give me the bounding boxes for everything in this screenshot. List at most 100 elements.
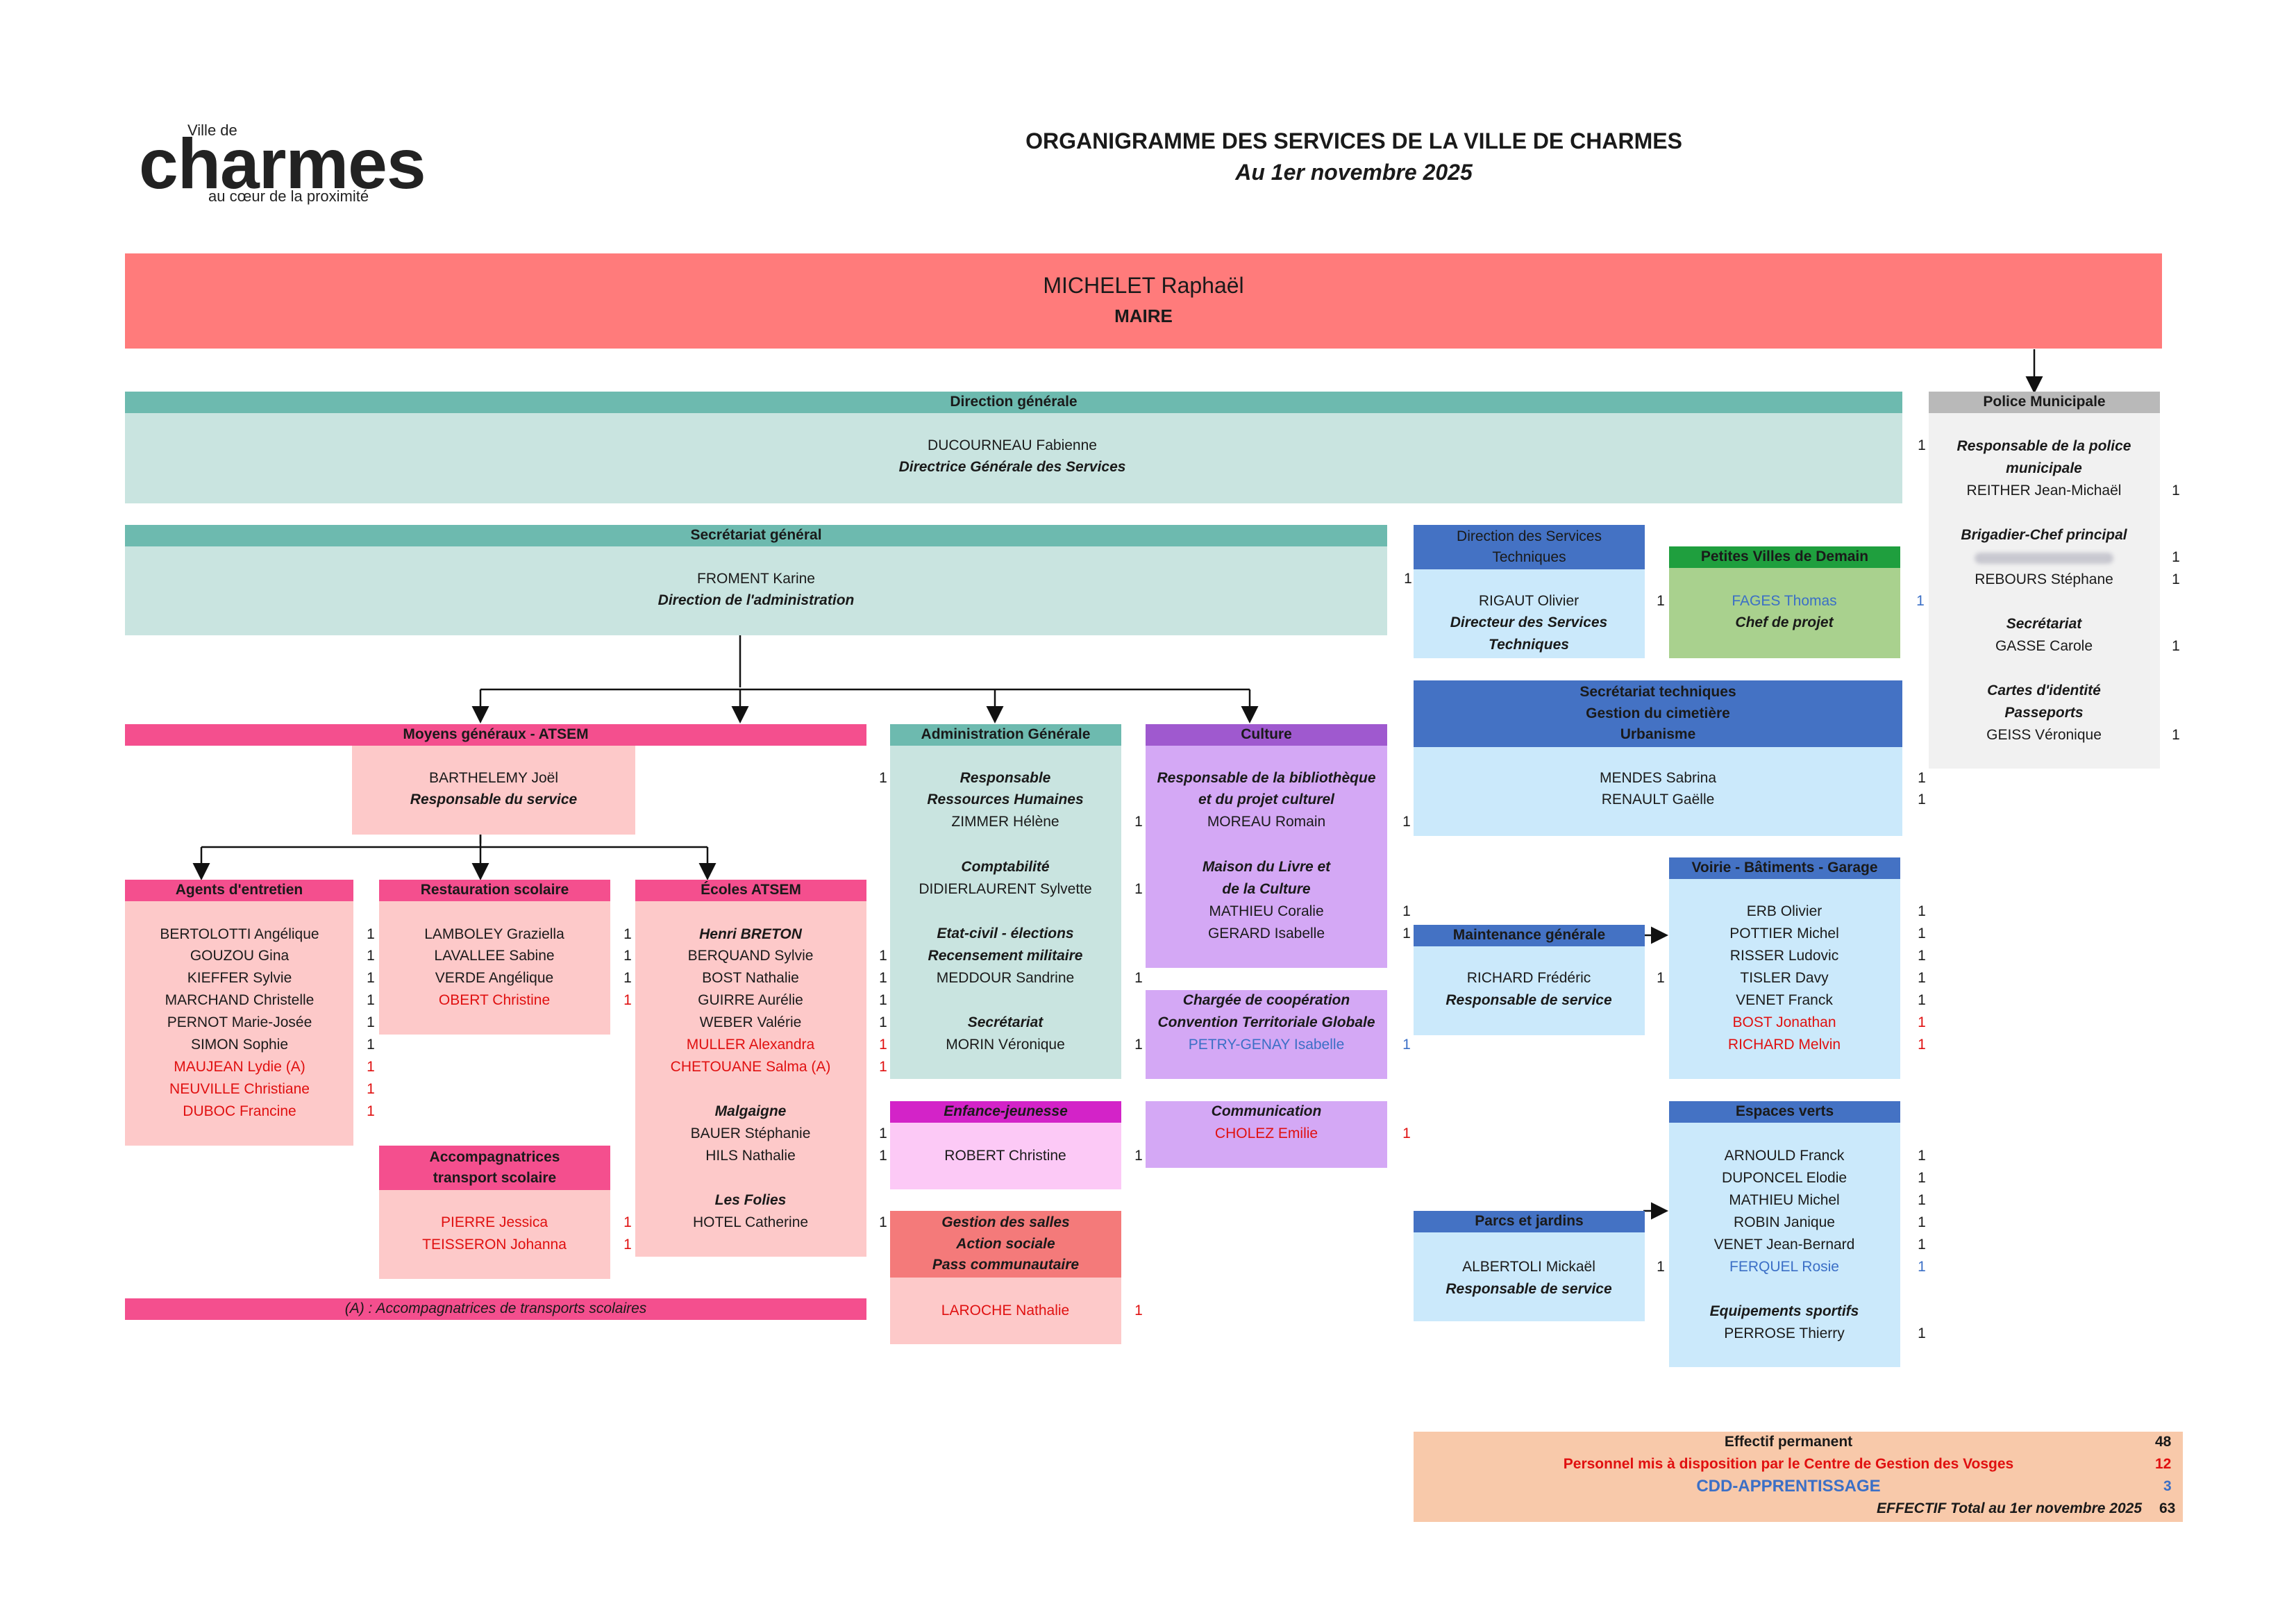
communication-box: [1146, 1101, 1387, 1168]
ecole-count: 1: [879, 970, 887, 986]
agent-name: BERTOLOTTI Angélique: [160, 926, 319, 942]
police-header: Police Municipale: [1929, 392, 2160, 413]
espaces-name: MATHIEU Michel: [1729, 1192, 1840, 1208]
enfance-title: Enfance-jeunesse: [944, 1103, 1068, 1120]
parcs-role: Responsable de service: [1446, 1281, 1612, 1297]
voirie-name: POTTIER Michel: [1729, 926, 1839, 941]
agent-name: NEUVILLE Christiane: [169, 1081, 310, 1097]
culture-maison-name: MATHIEU Coralie: [1209, 903, 1324, 919]
ecole-name: BOST Nathalie: [702, 970, 799, 986]
admin-header: Administration Générale: [890, 724, 1121, 746]
redacted-name: [1975, 553, 2113, 564]
culture-bib-1: Responsable de la bibliothèque: [1157, 770, 1376, 786]
ecoles-group-malgaigne: Malgaigne: [714, 1103, 787, 1119]
admin-secr-name: MORIN Véronique: [946, 1037, 1065, 1053]
espaces-sub-name: PERROSE Thierry: [1724, 1325, 1845, 1341]
logo-ville-de: Ville de: [187, 122, 237, 139]
parcs-name: ALBERTOLI Mickaël: [1462, 1259, 1595, 1275]
ecoles-group-les-folies: Les Folies: [714, 1192, 787, 1208]
espaces-count: 1: [1918, 1237, 1926, 1253]
police-brigadier-count: 1: [2172, 549, 2180, 565]
espaces-name: ARNOULD Franck: [1724, 1148, 1845, 1164]
pvd-name: FAGES Thomas: [1732, 593, 1837, 609]
parcs-header: Parcs et jardins: [1414, 1211, 1645, 1232]
police-cartes-name: GEISS Véronique: [1986, 727, 2102, 743]
logo-tagline: au cœur de la proximité: [208, 187, 369, 205]
agent-name: SIMON Sophie: [190, 1037, 289, 1053]
effectif-cdd-label: CDD-APPRENTISSAGE: [1696, 1477, 1881, 1496]
maintenance-count: 1: [1657, 970, 1665, 986]
cooperation-box: [1146, 990, 1387, 1079]
ecole-count: 1: [879, 1148, 887, 1164]
police-body: [1929, 413, 2160, 769]
agent-count: 1: [367, 1037, 375, 1053]
maintenance-body: [1414, 946, 1645, 1035]
maintenance-header: Maintenance générale: [1414, 925, 1645, 946]
espaces-count: 1: [1918, 1192, 1926, 1208]
espaces-header: Espaces verts: [1669, 1101, 1900, 1123]
ecoles-group-henri-breton: Henri BRETON: [699, 926, 802, 942]
salles-count: 1: [1134, 1303, 1143, 1319]
pvd-header: Petites Villes de Demain: [1669, 546, 1900, 568]
communication-title: Communication: [1211, 1103, 1322, 1119]
agent-name: MAUJEAN Lydie (A): [174, 1059, 305, 1075]
police-cartes-1: Cartes d'identité: [1987, 683, 2101, 698]
pvd-body: [1669, 568, 1900, 658]
moyens-name: BARTHELEMY Joël: [429, 770, 558, 786]
admin-secr: Secrétariat: [967, 1014, 1044, 1030]
communication-name: CHOLEZ Emilie: [1214, 1125, 1318, 1141]
sectech-count: 1: [1918, 792, 1926, 807]
dg-count: 1: [1918, 437, 1926, 453]
salles-title-3: Pass communautaire: [932, 1257, 1080, 1273]
ecole-count: 1: [879, 948, 887, 964]
effectif-cdd-value: 3: [2163, 1478, 2172, 1494]
culture-maison-count: 1: [1402, 926, 1411, 941]
effectif-cdg-label: Personnel mis à disposition par le Centr…: [1563, 1456, 2014, 1472]
dst-header: Direction des Services Techniques: [1414, 525, 1645, 569]
moyens-role: Responsable du service: [410, 792, 578, 807]
effectif-total-label: EFFECTIF Total au 1er novembre 2025: [1877, 1500, 2142, 1516]
dst-title-2: Techniques: [1492, 549, 1566, 565]
agent-count: 1: [367, 992, 375, 1008]
dst-role-1: Directeur des Services: [1450, 614, 1608, 630]
agent-count: 1: [367, 1014, 375, 1030]
admin-rh-name: ZIMMER Hélène: [951, 814, 1059, 830]
espaces-sub: Equipements sportifs: [1709, 1303, 1859, 1319]
pvd-role: Chef de projet: [1735, 614, 1834, 630]
police-resp-2: municipale: [2006, 460, 2082, 476]
ecole-count: 1: [879, 1014, 887, 1030]
sectech-title-3: Urbanisme: [1620, 726, 1696, 743]
enfance-count: 1: [1134, 1148, 1143, 1164]
agent-count: 1: [367, 1103, 375, 1119]
salles-body: [890, 1278, 1121, 1344]
admin-compta-name: DIDIERLAURENT Sylvette: [919, 881, 1092, 897]
espaces-name: ROBIN Janique: [1734, 1214, 1835, 1230]
sectech-title-1: Secrétariat techniques: [1579, 684, 1736, 701]
culture-maison-1: Maison du Livre et: [1202, 859, 1331, 875]
logo-word: charmes: [139, 124, 426, 203]
espaces-count: 1: [1918, 1148, 1926, 1164]
sectech-name: MENDES Sabrina: [1599, 770, 1717, 786]
communication-count: 1: [1402, 1125, 1411, 1141]
sectech-count: 1: [1918, 770, 1926, 786]
moyens-count: 1: [879, 770, 887, 786]
agent-count: 1: [367, 970, 375, 986]
enfance-header: Enfance-jeunesse: [890, 1101, 1121, 1123]
admin-etat-2: Recensement militaire: [928, 948, 1083, 964]
restauration-name: LAVALLEE Sabine: [434, 948, 555, 964]
ecole-count: 1: [879, 1059, 887, 1075]
ecole-name: MULLER Alexandra: [686, 1037, 815, 1053]
accompagnatrices-title-1: Accompagnatrices: [429, 1148, 560, 1165]
police-secretariat: Secrétariat: [2006, 616, 2082, 632]
dst-count: 1: [1657, 593, 1665, 609]
ecole-name: BAUER Stéphanie: [690, 1125, 811, 1141]
restauration-name: VERDE Angélique: [435, 970, 554, 986]
voirie-count: 1: [1918, 948, 1926, 964]
police-brigadier-name: REBOURS Stéphane: [1975, 571, 2113, 587]
restauration-name: OBERT Christine: [438, 992, 551, 1008]
ecole-name: WEBER Valérie: [699, 1014, 802, 1030]
police-brigadier: Brigadier-Chef principal: [1961, 527, 2127, 543]
admin-secr-count: 1: [1134, 1037, 1143, 1053]
culture-body: [1146, 746, 1387, 968]
